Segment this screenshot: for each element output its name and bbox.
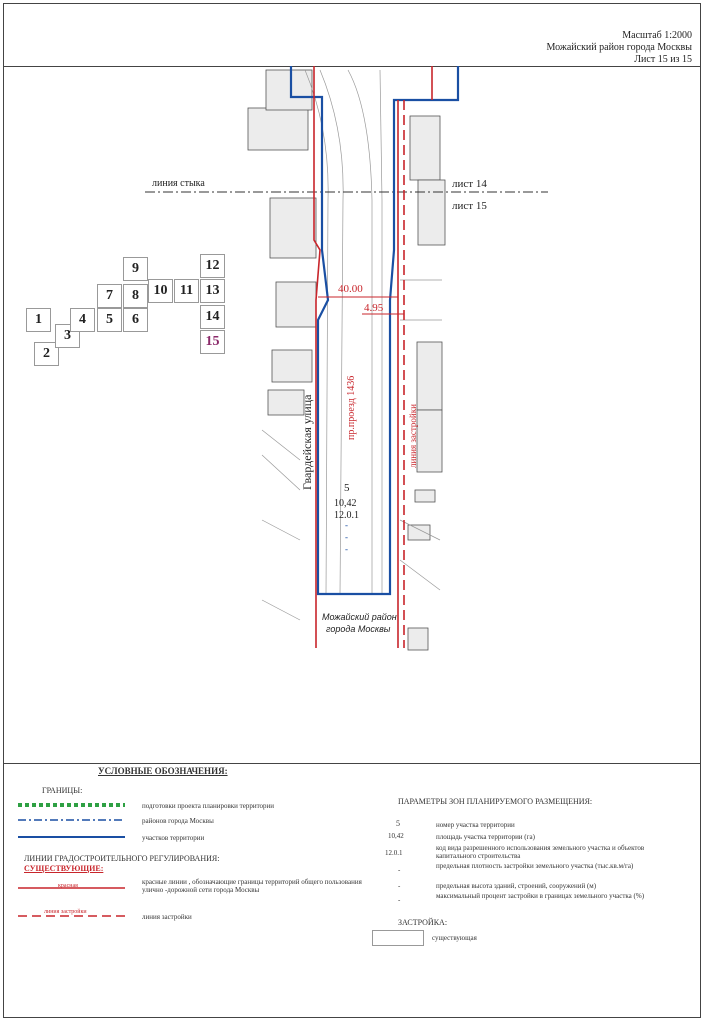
district-caption-1: Можайский район bbox=[322, 612, 397, 622]
buildings-right bbox=[407, 115, 446, 651]
sheet-cell-10[interactable]: 10 bbox=[148, 279, 173, 303]
red-line-tag: красная bbox=[58, 883, 78, 889]
build-line-text: линия застройки bbox=[142, 913, 192, 921]
sheet-cell-14[interactable]: 14 bbox=[200, 305, 225, 329]
param-key-height: - bbox=[398, 882, 401, 890]
param-text-area: площадь участка территории (га) bbox=[436, 833, 535, 841]
sheet-cell-15-current[interactable]: 15 bbox=[200, 330, 225, 354]
building-title: ЗАСТРОЙКА: bbox=[398, 918, 448, 927]
map-frame bbox=[3, 66, 701, 764]
parcel-density: - bbox=[345, 520, 348, 530]
red-lines bbox=[313, 66, 433, 648]
existing-building-swatch bbox=[372, 930, 424, 946]
district-caption-2: города Москвы bbox=[326, 624, 391, 634]
parcel-percent: - bbox=[345, 544, 348, 554]
sheet-cell-11[interactable]: 11 bbox=[174, 279, 199, 303]
legend-title: УСЛОВНЫЕ ОБОЗНАЧЕНИЯ: bbox=[98, 766, 228, 776]
sheet-label: Лист 15 из 15 bbox=[634, 54, 692, 65]
red-line-text: красные линии , обозначающие границы тер… bbox=[142, 878, 362, 894]
dimension-total: 40.00 bbox=[338, 283, 363, 295]
parcel-height: - bbox=[345, 532, 348, 542]
dimension-lines bbox=[318, 296, 404, 315]
regulation-title: ЛИНИИ ГРАДОСТРОИТЕЛЬНОГО РЕГУЛИРОВАНИЯ: bbox=[24, 854, 220, 863]
param-text-percent: максимальный процент застройки в граница… bbox=[436, 892, 645, 900]
parcel-boundary bbox=[289, 66, 460, 596]
existing-building-label: существующая bbox=[432, 934, 477, 942]
sheet-cell-13[interactable]: 13 bbox=[200, 279, 225, 303]
sheet-cell-2[interactable]: 2 bbox=[34, 342, 59, 366]
param-key-number: 5 bbox=[396, 819, 400, 828]
buildings-left bbox=[247, 69, 317, 416]
param-text-code: код вида разрешенного использования земе… bbox=[436, 844, 645, 860]
map-canvas bbox=[145, 66, 548, 651]
legend-frame bbox=[3, 762, 701, 1018]
parcel-area: 10,42 bbox=[334, 498, 357, 509]
dimension-offset: 4.95 bbox=[364, 302, 384, 314]
sheet-cell-7[interactable]: 7 bbox=[97, 284, 122, 308]
param-text-height: предельная высота зданий, строений, соор… bbox=[436, 882, 597, 890]
build-line-tag: линия застройки bbox=[44, 909, 87, 915]
param-text-density: предельная плотность застройки земельног… bbox=[436, 862, 634, 870]
param-key-area: 10,42 bbox=[388, 832, 404, 840]
sheet-cell-9[interactable]: 9 bbox=[123, 257, 148, 281]
scale-label: Масштаб 1:2000 bbox=[622, 30, 692, 41]
header-frame bbox=[3, 3, 701, 69]
legend-border-parcel: участков территории bbox=[142, 834, 205, 842]
street-lines bbox=[261, 69, 442, 621]
param-key-code: 12.0.1 bbox=[385, 849, 403, 857]
legend-border-district: районов города Москвы bbox=[142, 817, 214, 825]
sheet-cell-8[interactable]: 8 bbox=[123, 284, 148, 308]
sheet-14-label: лист 14 bbox=[452, 178, 487, 190]
sheet-cell-1[interactable]: 1 bbox=[26, 308, 51, 332]
params-title: ПАРАМЕТРЫ ЗОН ПЛАНИРУЕМОГО РАЗМЕЩЕНИЯ: bbox=[398, 797, 593, 806]
param-key-density: - bbox=[398, 866, 401, 874]
sheet-cell-5[interactable]: 5 bbox=[97, 308, 122, 332]
street-name: Гвардейская улица bbox=[300, 394, 314, 490]
existing-title: СУЩЕСТВУЮЩИЕ: bbox=[24, 864, 104, 873]
district-label: Можайский район города Москвы bbox=[546, 42, 692, 53]
parcel-code: 12.0.1 bbox=[334, 510, 359, 521]
junction-label: линия стыка bbox=[152, 178, 205, 189]
building-line-map-label: линия застройки bbox=[408, 404, 418, 468]
legend-border-project: подготовки проекта планировки территории bbox=[142, 802, 275, 810]
param-text-number: номер участка территории bbox=[436, 821, 515, 829]
param-key-percent: - bbox=[398, 896, 401, 904]
project-label: пр.проезд 1436 bbox=[346, 375, 357, 440]
sheet-cell-6[interactable]: 6 bbox=[123, 308, 148, 332]
sheet-cell-4[interactable]: 4 bbox=[70, 308, 95, 332]
legend-symbols bbox=[18, 803, 125, 917]
parcel-number: 5 bbox=[344, 482, 350, 494]
sheet-15-label: лист 15 bbox=[452, 200, 487, 212]
sheet-cell-12[interactable]: 12 bbox=[200, 254, 225, 278]
borders-title: ГРАНИЦЫ: bbox=[42, 786, 83, 795]
